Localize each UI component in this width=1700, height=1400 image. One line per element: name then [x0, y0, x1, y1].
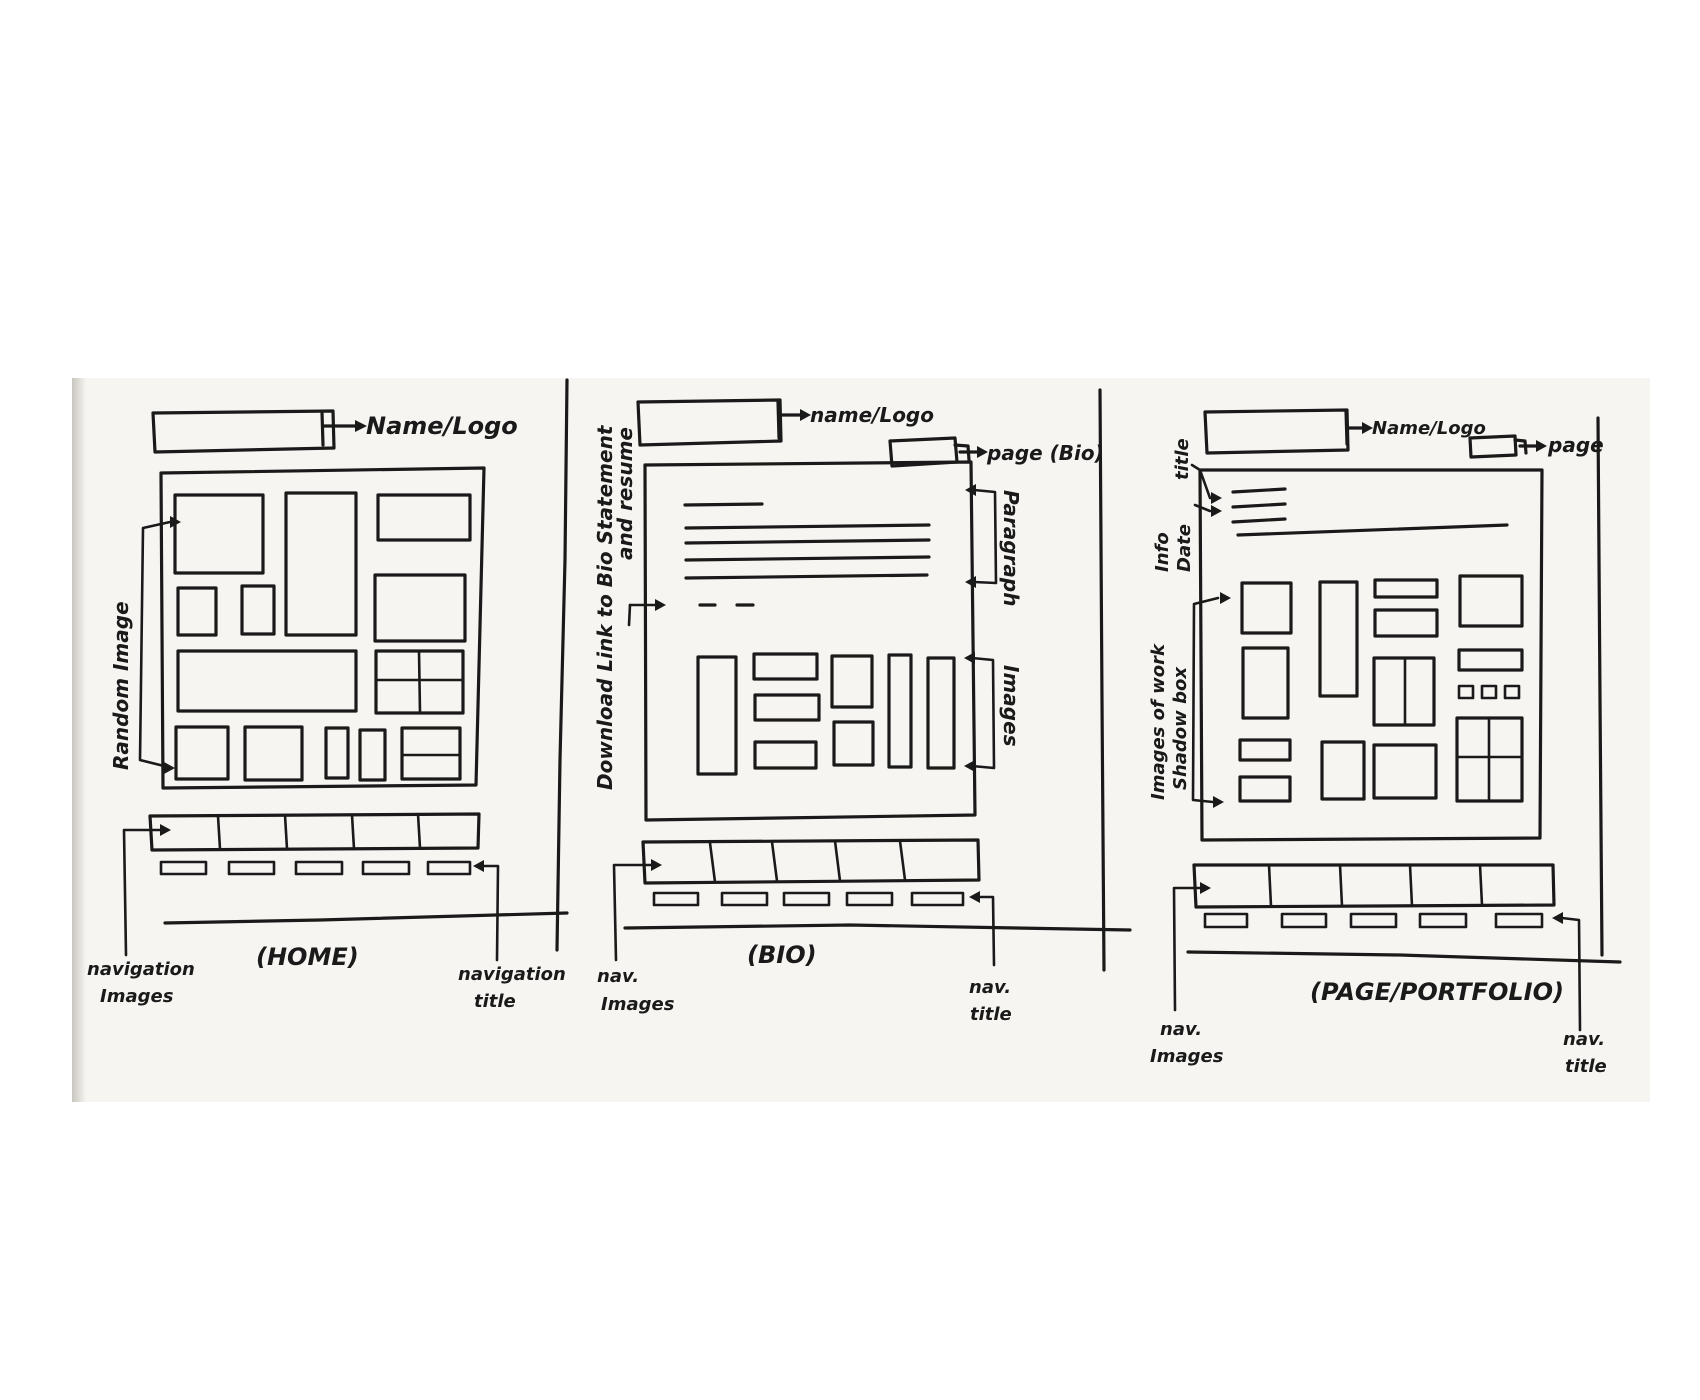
- bio-nav-images-label-2: Images: [601, 994, 675, 1015]
- home-page-label: (HOME): [256, 943, 359, 971]
- portfolio-nav-title-label-2: title: [1565, 1056, 1607, 1077]
- bio-wireframe: name/Logo page (Bio) Paragraph: [593, 400, 1130, 1025]
- bio-name-logo-label: name/Logo: [810, 403, 934, 427]
- home-name-logo-label: Name/Logo: [366, 412, 518, 440]
- bio-nav-images-label-1: nav.: [597, 966, 639, 987]
- portfolio-nav-images-label-1: nav.: [1160, 1019, 1202, 1040]
- portfolio-info-label: Info: [1152, 532, 1173, 572]
- bio-images-label: Images: [999, 665, 1023, 747]
- bio-paragraph-label: Paragraph: [999, 490, 1023, 606]
- home-nav-images-label-2: Images: [100, 986, 174, 1007]
- portfolio-name-logo-label: Name/Logo: [1372, 418, 1486, 439]
- portfolio-images-of-work-label-1: Images of work: [1148, 643, 1169, 800]
- portfolio-date-label: Date: [1174, 524, 1195, 572]
- home-nav-title-label-1: navigation: [458, 964, 566, 985]
- bio-download-link-label-2: and resume: [613, 427, 637, 560]
- home-nav-title-label-2: title: [474, 991, 516, 1012]
- portfolio-page-label-bottom: (PAGE/PORTFOLIO): [1310, 978, 1564, 1006]
- portfolio-page-label: page: [1547, 433, 1604, 457]
- bio-page-label: page (Bio): [986, 441, 1104, 465]
- portfolio-nav-title-label-1: nav.: [1563, 1029, 1605, 1050]
- bio-page-label-bottom: (BIO): [747, 941, 817, 969]
- portfolio-wireframe: Name/Logo page tit: [1148, 410, 1620, 1077]
- bio-nav-title-label-2: title: [970, 1004, 1012, 1025]
- home-random-image-label: Random Image: [109, 601, 133, 770]
- home-wireframe: Name/Logo Random Image: [87, 411, 567, 1012]
- home-nav-images-label-1: navigation: [87, 959, 195, 980]
- portfolio-images-of-work-label-2: Shadow box: [1170, 666, 1191, 790]
- portfolio-nav-images-label-2: Images: [1150, 1046, 1224, 1067]
- portfolio-title-label: title: [1172, 438, 1193, 480]
- bio-nav-title-label-1: nav.: [969, 977, 1011, 998]
